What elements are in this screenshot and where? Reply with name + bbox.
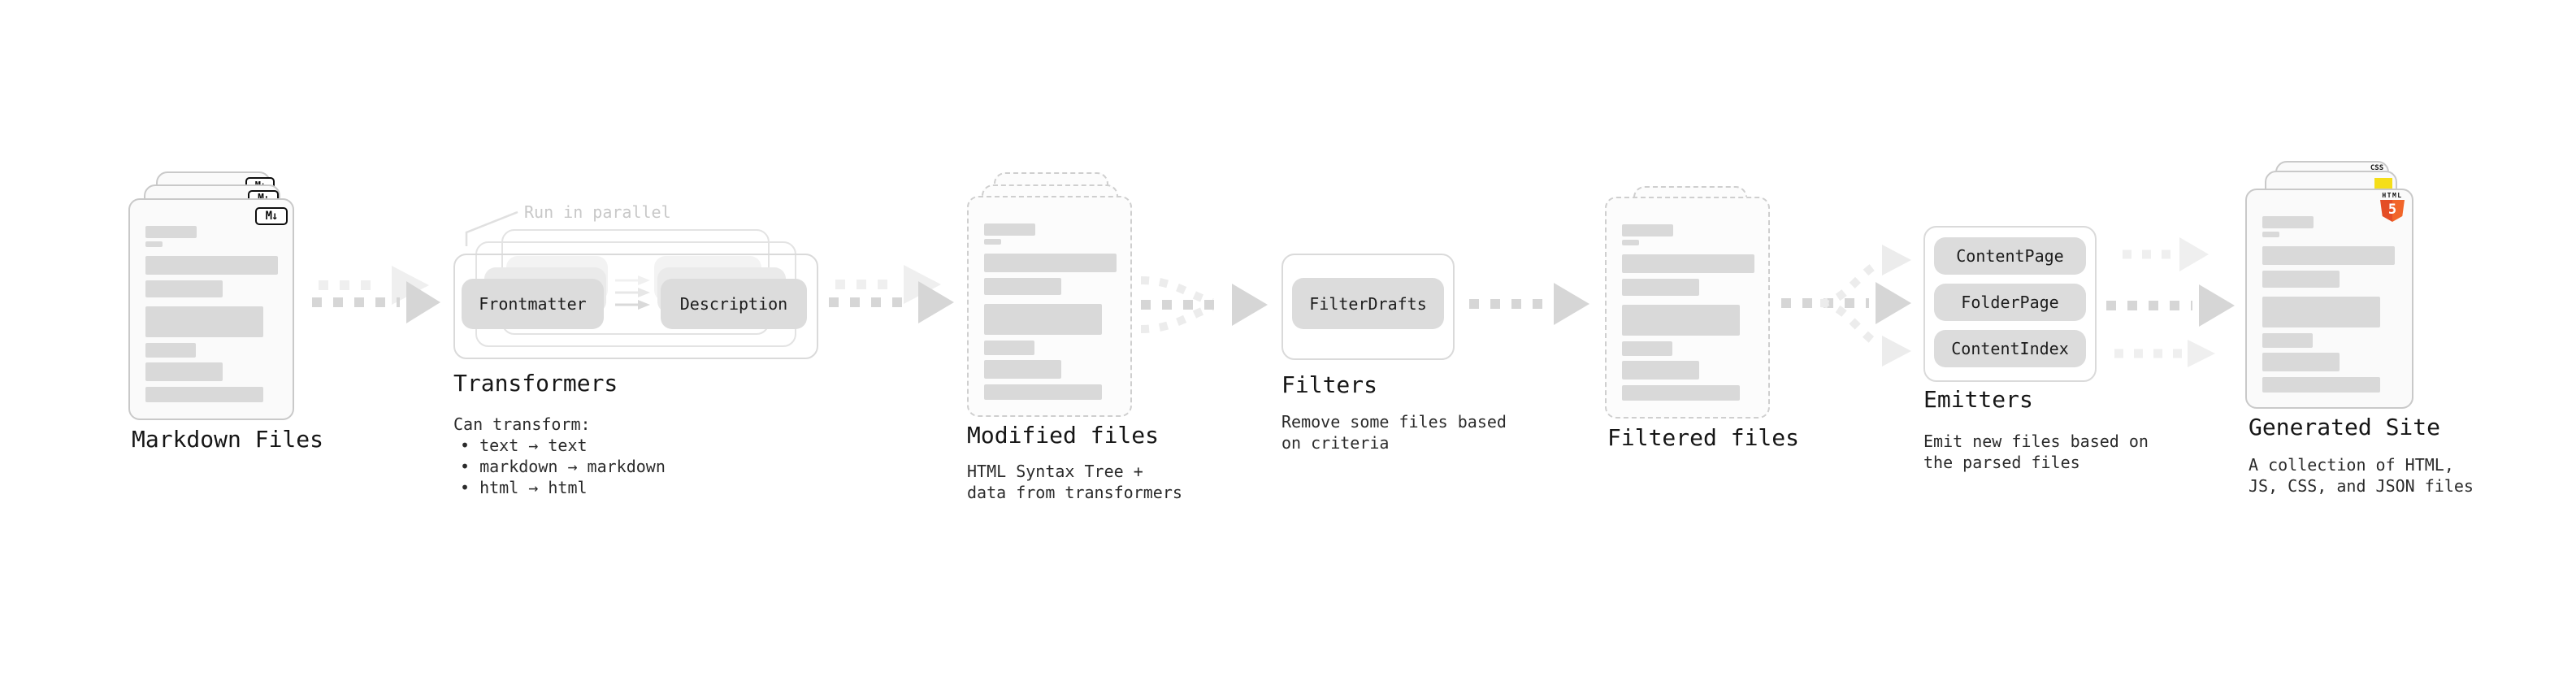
modified-files-note: HTML Syntax Tree + data from transformer… xyxy=(967,462,1182,502)
run-in-parallel-label: Run in parallel xyxy=(524,202,671,222)
skeleton-text-bar xyxy=(984,223,1035,236)
file-card-front: M↓ xyxy=(128,198,294,420)
skeleton-text-bar xyxy=(2262,216,2314,228)
skeleton-text-bar xyxy=(1622,361,1699,380)
filters-box xyxy=(1281,254,1455,360)
skeleton-text-bar xyxy=(145,226,197,238)
transformer-box-front xyxy=(453,254,818,359)
arrow-emitters-to-site xyxy=(2106,237,2235,367)
skeleton-text-bar xyxy=(2262,333,2313,348)
transformer-pill-frontmatter: Frontmatter xyxy=(462,279,604,329)
capability-item: • markdown → markdown xyxy=(460,457,666,476)
file-card-html: HTML 5 xyxy=(2245,189,2413,409)
transformers-capabilities: • text → text • markdown → markdown • ht… xyxy=(460,435,666,498)
arrow-filters-to-filtered xyxy=(1469,283,1589,325)
skeleton-text-bar xyxy=(1622,279,1699,296)
filter-pill-filterdrafts: FilterDrafts xyxy=(1292,278,1444,329)
emitter-pill-contentpage: ContentPage xyxy=(1934,237,2086,275)
arrow-filtered-to-emitters xyxy=(1781,245,1911,367)
skeleton-text-bar xyxy=(1622,224,1673,236)
transformer-pill-description: Description xyxy=(661,279,807,329)
skeleton-text-bar xyxy=(984,239,1001,245)
emitters-title: Emitters xyxy=(1923,386,2033,413)
skeleton-text-bar xyxy=(1622,254,1754,273)
skeleton-text-bar xyxy=(1622,305,1740,336)
skeleton-text-bar xyxy=(1622,341,1672,356)
markdown-icon: M↓ xyxy=(255,207,288,225)
skeleton-text-bar xyxy=(984,340,1034,355)
emitters-note: Emit new files based on the parsed files xyxy=(1923,432,2149,472)
skeleton-text-bar xyxy=(2262,232,2279,237)
filters-note: Remove some files based on criteria xyxy=(1281,412,1507,453)
arrow-markdown-to-transformers xyxy=(312,266,440,323)
skeleton-text-bar xyxy=(984,278,1061,295)
skeleton-text-bar xyxy=(145,362,223,381)
skeleton-text-bar xyxy=(145,256,278,275)
skeleton-text-bar xyxy=(984,384,1102,400)
filters-title: Filters xyxy=(1281,371,1378,398)
skeleton-text-bar xyxy=(984,304,1102,335)
file-card-front xyxy=(1605,197,1770,419)
generated-site-title: Generated Site xyxy=(2249,414,2441,440)
capability-item: • html → html xyxy=(460,478,588,497)
filtered-files-title: Filtered files xyxy=(1607,424,1800,451)
emitter-pill-folderpage: FolderPage xyxy=(1934,284,2086,321)
emitter-pill-contentindex: ContentIndex xyxy=(1934,330,2086,367)
markdown-files-title: Markdown Files xyxy=(132,426,324,453)
skeleton-text-bar xyxy=(984,360,1061,379)
arrow-modified-to-filters xyxy=(1140,276,1268,333)
skeleton-text-bar xyxy=(145,306,263,337)
javascript-icon xyxy=(2374,178,2392,189)
transformers-title: Transformers xyxy=(453,370,618,397)
modified-files-title: Modified files xyxy=(967,422,1160,449)
html5-icon: HTML 5 xyxy=(2380,193,2405,222)
emitters-box xyxy=(1923,226,2097,382)
capability-item: • text → text xyxy=(460,436,588,455)
skeleton-text-bar xyxy=(2262,271,2340,288)
transformers-note-heading: Can transform: xyxy=(453,414,591,434)
skeleton-text-bar xyxy=(1622,240,1639,245)
generated-site-note: A collection of HTML, JS, CSS, and JSON … xyxy=(2249,455,2474,496)
skeleton-text-bar xyxy=(984,254,1117,272)
skeleton-text-bar xyxy=(145,387,263,402)
skeleton-text-bar xyxy=(145,241,163,247)
skeleton-text-bar xyxy=(2262,246,2395,265)
skeleton-text-bar xyxy=(145,343,196,358)
skeleton-text-bar xyxy=(2262,353,2340,371)
arrow-transformers-to-modified xyxy=(829,265,954,323)
file-card-front xyxy=(967,196,1132,417)
skeleton-text-bar xyxy=(1622,385,1740,401)
skeleton-text-bar xyxy=(145,280,223,297)
skeleton-text-bar xyxy=(2262,297,2380,327)
skeleton-text-bar xyxy=(2262,377,2380,393)
